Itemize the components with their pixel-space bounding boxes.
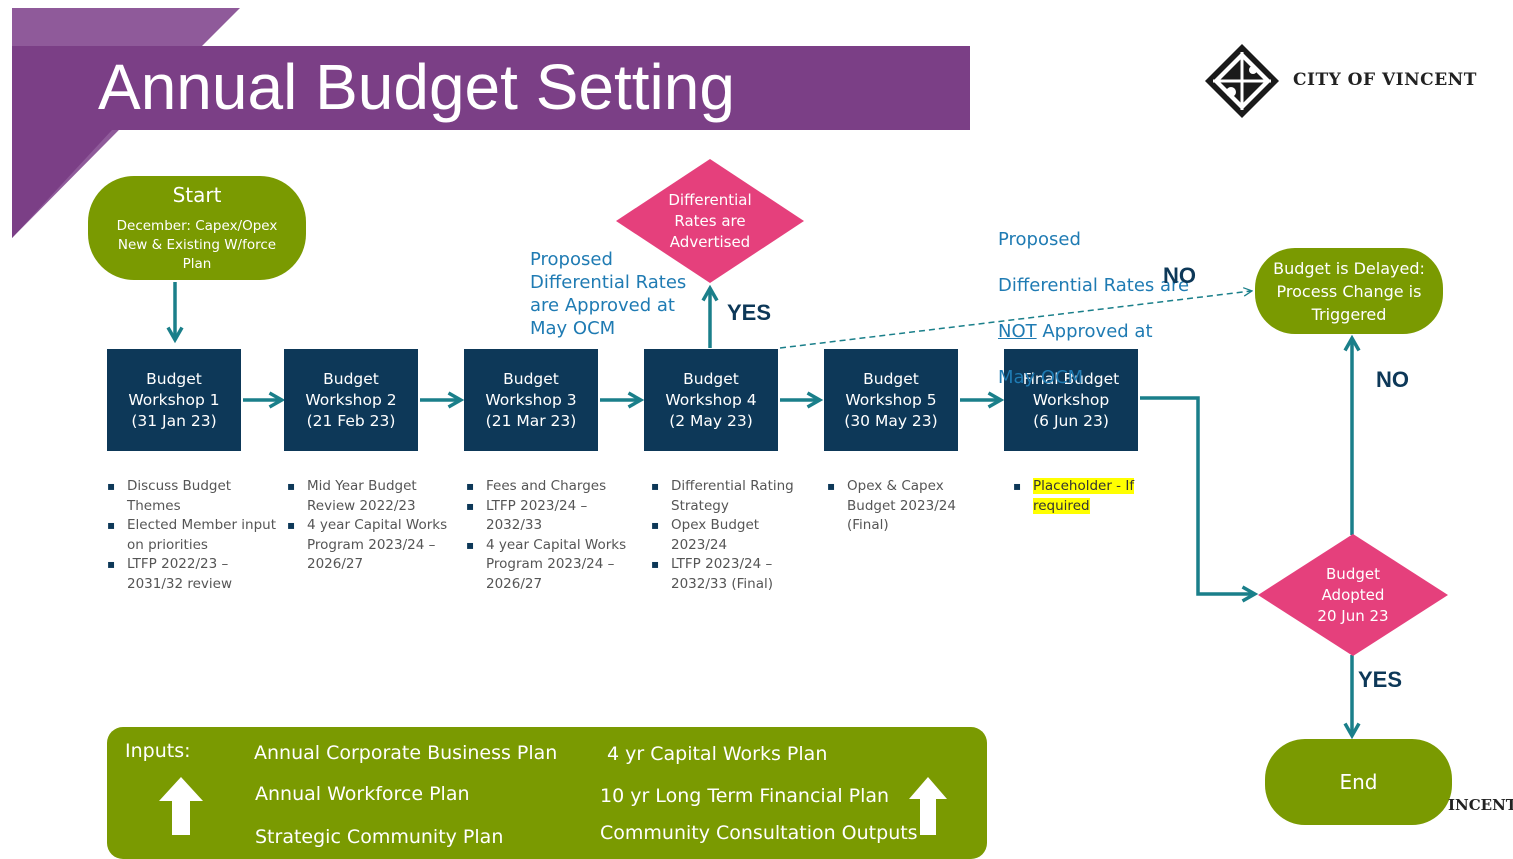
- advertised-diamond: [616, 159, 804, 283]
- note-line: Differential Rates are: [998, 275, 1190, 296]
- note-line: NOT Approved at: [998, 320, 1189, 343]
- workshop-4-box: Budget Workshop 4 (2 May 23): [644, 349, 778, 451]
- final-workshop-box: Final Budget Workshop (6 Jun 23): [1004, 349, 1138, 451]
- start-node: Start December: Capex/Opex New & Existin…: [88, 176, 306, 280]
- adopted-diamond: [1258, 534, 1448, 656]
- end-node: End: [1265, 739, 1452, 825]
- page-title: Annual Budget Setting: [98, 51, 735, 123]
- list-item: Mid Year Budget Review 2022/23: [287, 477, 457, 516]
- workshop-5-items: Opex & Capex Budget 2023/24 (Final): [827, 477, 977, 536]
- not-approved-note: Proposed Differential Rates are NOT Appr…: [998, 205, 1189, 412]
- list-item: Fees and Charges: [466, 477, 636, 497]
- input-item: 10 yr Long Term Financial Plan: [600, 785, 890, 807]
- input-item: Strategic Community Plan: [255, 826, 504, 848]
- inputs-panel: Inputs: Annual Corporate Business Plan A…: [107, 727, 987, 859]
- approved-note: Proposed Differential Rates are Approved…: [530, 249, 687, 339]
- final-workshop-items: Placeholder - If required: [1013, 477, 1143, 516]
- workshop-1-items: Discuss Budget Themes Elected Member inp…: [107, 477, 277, 594]
- budget-delayed-node: Budget is Delayed: Process Change is Tri…: [1255, 248, 1443, 334]
- list-item: LTFP 2023/24 – 2032/33 (Final): [651, 555, 801, 594]
- placeholder-highlight: Placeholder - If required: [1033, 478, 1135, 514]
- list-item: LTFP 2023/24 – 2032/33: [466, 497, 636, 536]
- input-item: 4 yr Capital Works Plan: [607, 743, 828, 765]
- workshop-3-items: Fees and Charges LTFP 2023/24 – 2032/33 …: [466, 477, 636, 594]
- yes-label-bottom: YES: [1358, 667, 1403, 692]
- inputs-heading: Inputs:: [125, 740, 191, 762]
- workshop-4-items: Differential Rating Strategy Opex Budget…: [651, 477, 801, 594]
- list-item: Opex Budget 2023/24: [651, 516, 801, 555]
- workshop-3-box: Budget Workshop 3 (21 Mar 23): [464, 349, 598, 451]
- note-fragment: Approved at: [1036, 321, 1153, 342]
- end-label: End: [1339, 770, 1378, 794]
- note-line: May OCM: [998, 367, 1084, 388]
- no-label-right: NO: [1376, 367, 1409, 392]
- note-line: Proposed: [998, 229, 1081, 250]
- workshop-2-box: Budget Workshop 2 (21 Feb 23): [284, 349, 418, 451]
- up-arrow-icon: [909, 777, 947, 835]
- title-banner: [12, 8, 970, 238]
- workshop-1-box: Budget Workshop 1 (31 Jan 23): [107, 349, 241, 451]
- list-item: Placeholder - If required: [1013, 477, 1143, 516]
- input-item: Annual Workforce Plan: [255, 783, 470, 805]
- yes-label-top: YES: [727, 300, 772, 325]
- advertised-diamond-label: Differential Rates are Advertised: [668, 191, 752, 251]
- input-item: Community Consultation Outputs: [600, 822, 918, 844]
- list-item: LTFP 2022/23 – 2031/32 review: [107, 555, 277, 594]
- list-item: Discuss Budget Themes: [107, 477, 277, 516]
- budget-delayed-label: Budget is Delayed: Process Change is Tri…: [1273, 258, 1425, 324]
- up-arrow-icon: [159, 777, 203, 835]
- not-emphasis: NOT: [998, 321, 1037, 342]
- no-label-top: NO: [1163, 263, 1196, 288]
- start-title: Start: [172, 182, 222, 207]
- list-item: Elected Member input on priorities: [107, 516, 277, 555]
- stray-logo-text: INCENT: [1448, 796, 1513, 814]
- city-logo-icon: [1205, 44, 1279, 118]
- list-item: Opex & Capex Budget 2023/24 (Final): [827, 477, 977, 536]
- logo-text: CITY OF VINCENT: [1293, 70, 1477, 90]
- workshop-2-items: Mid Year Budget Review 2022/23 4 year Ca…: [287, 477, 457, 575]
- start-subtitle: December: Capex/Opex New & Existing W/fo…: [116, 217, 278, 272]
- workshop-5-box: Budget Workshop 5 (30 May 23): [824, 349, 958, 451]
- list-item: 4 year Capital Works Program 2023/24 – 2…: [287, 516, 457, 575]
- list-item: 4 year Capital Works Program 2023/24 – 2…: [466, 536, 636, 595]
- adopted-diamond-label: Budget Adopted 20 Jun 23: [1317, 565, 1389, 625]
- list-item: Differential Rating Strategy: [651, 477, 801, 516]
- input-item: Annual Corporate Business Plan: [254, 742, 558, 764]
